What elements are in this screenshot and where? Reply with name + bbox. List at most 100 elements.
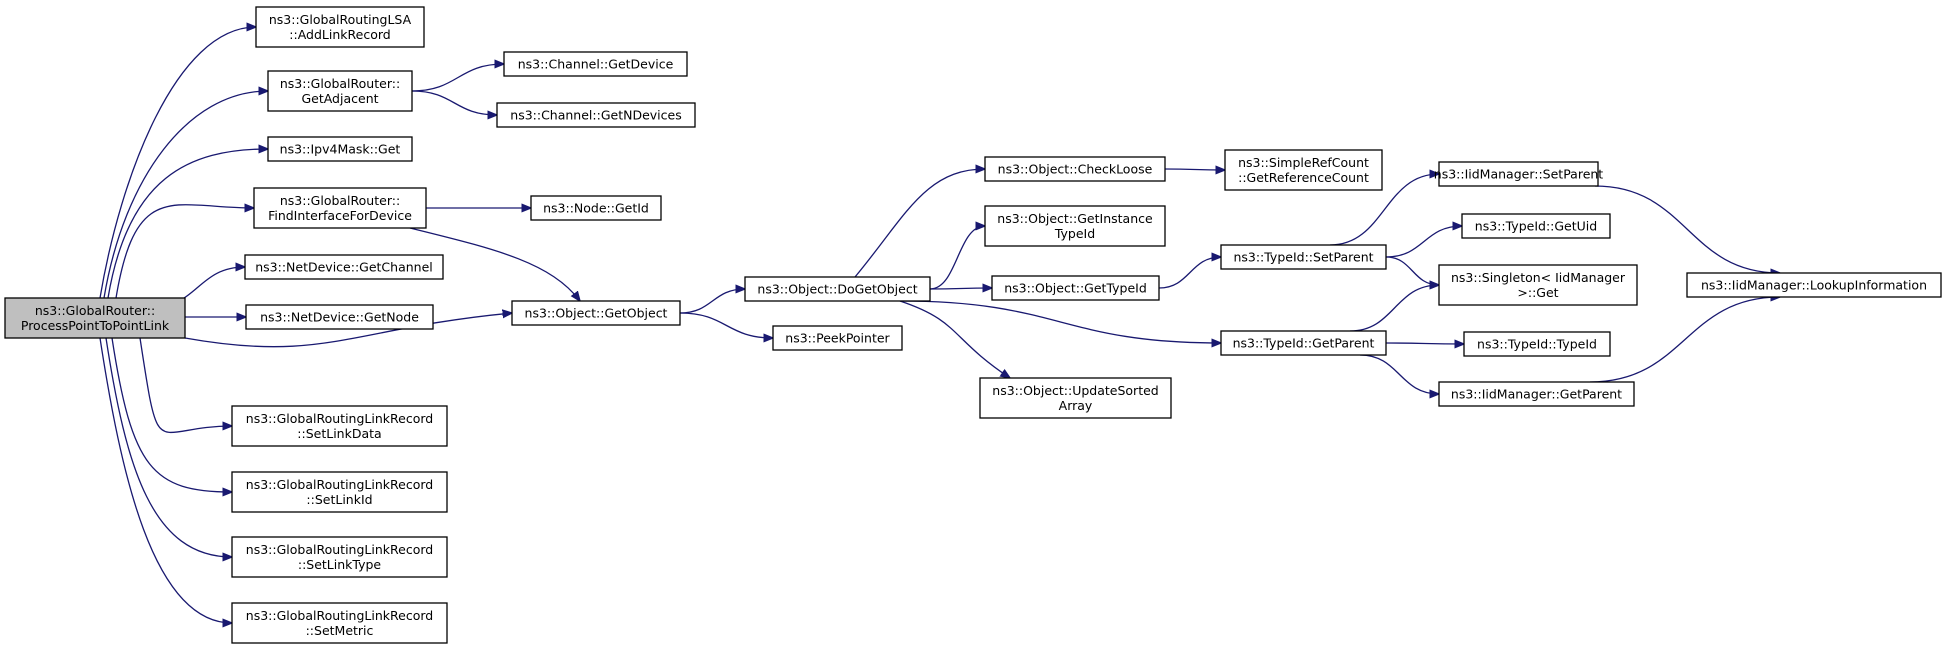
node-label: >::Get bbox=[1517, 285, 1558, 300]
node-ipv4mask-get[interactable]: ns3::Ipv4Mask::Get bbox=[267, 136, 413, 162]
node-typeid-set-parent[interactable]: ns3::TypeId::SetParent bbox=[1220, 244, 1387, 270]
node-typeid-get-parent[interactable]: ns3::TypeId::GetParent bbox=[1220, 330, 1387, 356]
node-label: ns3::GlobalRoutingLinkRecord bbox=[246, 477, 433, 492]
node-box bbox=[984, 156, 1166, 182]
node-label: ns3::Ipv4Mask::Get bbox=[280, 142, 401, 157]
node-process-p2p[interactable]: ns3::GlobalRouter::ProcessPointToPointLi… bbox=[4, 297, 186, 339]
node-box bbox=[1438, 381, 1635, 407]
node-box bbox=[979, 377, 1172, 419]
node-set-link-type[interactable]: ns3::GlobalRoutingLinkRecord::SetLinkTyp… bbox=[231, 536, 448, 578]
node-label: ::SetMetric bbox=[306, 623, 374, 638]
node-singleton-get[interactable]: ns3::Singleton< IidManager>::Get bbox=[1438, 264, 1638, 306]
node-box bbox=[991, 275, 1160, 301]
node-box bbox=[4, 297, 186, 339]
node-box bbox=[503, 51, 688, 77]
edge-process-p2p-to-set-link-type bbox=[105, 337, 232, 557]
node-set-link-id[interactable]: ns3::GlobalRoutingLinkRecord::SetLinkId bbox=[231, 471, 448, 513]
node-object-type-id[interactable]: ns3::Object::GetTypeId bbox=[991, 275, 1160, 301]
node-get-adjacent[interactable]: ns3::GlobalRouter::GetAdjacent bbox=[267, 70, 413, 112]
edge-process-p2p-to-ipv4mask-get bbox=[107, 149, 268, 299]
node-label: ns3::Node::GetId bbox=[543, 201, 649, 216]
node-netdevice-channel[interactable]: ns3::NetDevice::GetChannel bbox=[244, 254, 444, 280]
node-layer: ns3::GlobalRouter::ProcessPointToPointLi… bbox=[4, 6, 1942, 644]
node-ref-count[interactable]: ns3::SimpleRefCount::GetReferenceCount bbox=[1224, 149, 1383, 191]
node-iid-get-parent[interactable]: ns3::IidManager::GetParent bbox=[1438, 381, 1635, 407]
edge-process-p2p-to-set-link-data bbox=[139, 337, 232, 434]
edge-process-p2p-to-find-interface bbox=[115, 205, 254, 299]
node-node-get-id[interactable]: ns3::Node::GetId bbox=[530, 195, 662, 221]
node-box bbox=[1220, 330, 1387, 356]
node-label: ns3::Object::GetInstance bbox=[997, 211, 1153, 226]
edge-typeid-set-parent-to-typeid-get-uid bbox=[1385, 226, 1462, 258]
node-label: ns3::SimpleRefCount bbox=[1238, 155, 1369, 170]
node-channel-n-devices[interactable]: ns3::Channel::GetNDevices bbox=[496, 102, 696, 128]
node-box bbox=[772, 325, 903, 351]
edge-typeid-get-parent-to-typeid-typeid bbox=[1385, 343, 1464, 344]
edge-process-p2p-to-set-metric bbox=[99, 337, 232, 623]
node-label: ns3::IidManager::GetParent bbox=[1451, 387, 1622, 402]
node-label: ns3::GlobalRoutingLSA bbox=[269, 12, 412, 27]
node-box bbox=[245, 304, 434, 330]
node-label: ::SetLinkId bbox=[306, 492, 372, 507]
edge-object-get-object-to-object-do-get bbox=[679, 289, 745, 314]
node-box bbox=[1463, 331, 1611, 357]
node-set-link-data[interactable]: ns3::GlobalRoutingLinkRecord::SetLinkDat… bbox=[231, 405, 448, 447]
node-box bbox=[267, 136, 413, 162]
node-label: ns3::IidManager::LookupInformation bbox=[1701, 278, 1927, 293]
node-netdevice-node[interactable]: ns3::NetDevice::GetNode bbox=[245, 304, 434, 330]
edge-iid-set-parent-to-iid-lookup bbox=[1594, 185, 1780, 273]
node-iid-set-parent[interactable]: ns3::IidManager::SetParent bbox=[1434, 161, 1604, 187]
node-label: ns3::Object::GetTypeId bbox=[1004, 281, 1147, 296]
node-add-link-record[interactable]: ns3::GlobalRoutingLSA::AddLinkRecord bbox=[255, 6, 425, 48]
node-label: ns3::PeekPointer bbox=[785, 331, 890, 346]
node-set-metric[interactable]: ns3::GlobalRoutingLinkRecord::SetMetric bbox=[231, 602, 448, 644]
node-iid-lookup[interactable]: ns3::IidManager::LookupInformation bbox=[1686, 272, 1942, 298]
edge-process-p2p-to-add-link-record bbox=[99, 27, 256, 299]
node-label: ns3::Singleton< IidManager bbox=[1451, 270, 1626, 285]
edge-process-p2p-to-object-get-object bbox=[184, 313, 512, 348]
node-label: ns3::TypeId::SetParent bbox=[1233, 250, 1373, 265]
node-object-get-object[interactable]: ns3::Object::GetObject bbox=[511, 300, 681, 326]
edge-object-do-get-to-typeid-get-parent bbox=[899, 300, 1221, 343]
node-typeid-typeid[interactable]: ns3::TypeId::TypeId bbox=[1463, 331, 1611, 357]
node-label: ns3::GlobalRouter:: bbox=[280, 76, 400, 91]
edge-check-loose-to-ref-count bbox=[1164, 169, 1225, 170]
node-label: ns3::Object::GetObject bbox=[525, 306, 668, 321]
node-label: ns3::TypeId::GetParent bbox=[1233, 336, 1375, 351]
node-label: ::AddLinkRecord bbox=[289, 27, 390, 42]
node-label: Array bbox=[1059, 398, 1093, 413]
node-box bbox=[1461, 213, 1611, 239]
edge-typeid-set-parent-to-iid-set-parent bbox=[1329, 174, 1439, 246]
node-box bbox=[1224, 149, 1383, 191]
node-box bbox=[231, 405, 448, 447]
edge-object-do-get-to-object-type-id bbox=[929, 288, 992, 289]
edge-object-do-get-to-instance-type-id bbox=[929, 226, 985, 290]
node-label: TypeId bbox=[1054, 226, 1095, 241]
node-box bbox=[530, 195, 662, 221]
node-label: ProcessPointToPointLink bbox=[21, 318, 170, 333]
node-label: ns3::GlobalRouter:: bbox=[35, 303, 155, 318]
node-object-do-get[interactable]: ns3::Object::DoGetObject bbox=[744, 276, 931, 302]
edge-typeid-get-parent-to-singleton-get bbox=[1349, 285, 1439, 332]
node-box bbox=[1686, 272, 1942, 298]
node-box bbox=[511, 300, 681, 326]
node-label: ns3::GlobalRoutingLinkRecord bbox=[246, 411, 433, 426]
node-box bbox=[267, 70, 413, 112]
node-peek-pointer[interactable]: ns3::PeekPointer bbox=[772, 325, 903, 351]
edge-object-do-get-to-check-loose bbox=[854, 169, 985, 278]
node-label: ns3::GlobalRoutingLinkRecord bbox=[246, 542, 433, 557]
node-channel-get-device[interactable]: ns3::Channel::GetDevice bbox=[503, 51, 688, 77]
node-label: ns3::Object::UpdateSorted bbox=[992, 383, 1158, 398]
node-box bbox=[496, 102, 696, 128]
edge-object-type-id-to-typeid-set-parent bbox=[1158, 257, 1221, 289]
node-box bbox=[253, 187, 427, 229]
node-find-interface[interactable]: ns3::GlobalRouter::FindInterfaceForDevic… bbox=[253, 187, 427, 229]
node-label: ns3::Object::CheckLoose bbox=[998, 162, 1153, 177]
edge-typeid-set-parent-to-singleton-get bbox=[1385, 256, 1439, 285]
edge-get-adjacent-to-channel-get-device bbox=[411, 64, 504, 92]
node-check-loose[interactable]: ns3::Object::CheckLoose bbox=[984, 156, 1166, 182]
node-typeid-get-uid[interactable]: ns3::TypeId::GetUid bbox=[1461, 213, 1611, 239]
